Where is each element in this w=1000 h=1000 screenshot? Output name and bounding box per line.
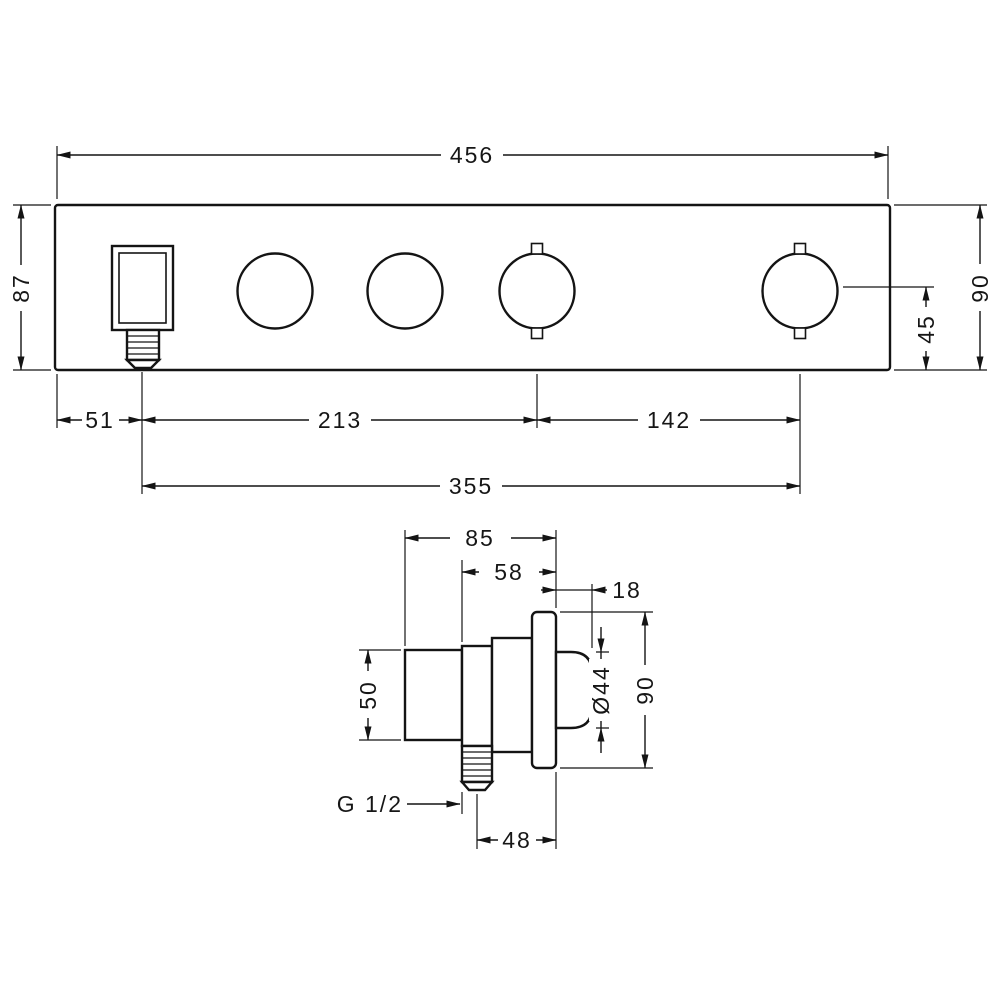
dim-outlet-to-handle3-label: 213 — [318, 407, 362, 433]
side-view — [403, 610, 594, 792]
knob-profile — [554, 650, 594, 730]
front-extension-lines — [13, 146, 987, 494]
dim-plate-height-label: 90 — [632, 675, 658, 705]
front-view-dimensions: 456 87 90 45 51 213 142 355 — [8, 142, 993, 499]
dim-depth-body-label: 58 — [494, 559, 524, 585]
dim-outlet-to-handle4-label: 355 — [449, 473, 493, 499]
handle-3-tab-bottom — [530, 327, 544, 340]
dim-body-height-label: 50 — [355, 680, 381, 710]
handle-circle-3 — [498, 252, 576, 330]
outlet-thread-front — [124, 328, 162, 370]
handle-3-tab-top — [530, 242, 544, 255]
dim-depth-total-label: 85 — [465, 525, 495, 551]
faceplate-profile — [530, 610, 558, 770]
dim-center-to-bottom-label: 45 — [913, 314, 939, 344]
handle-4-tab-top — [793, 242, 807, 255]
valve-body-rear — [403, 648, 464, 742]
dim-height-right-label: 90 — [967, 273, 993, 303]
thread-size-label: G 1/2 — [337, 791, 403, 817]
dim-handle3-to-handle4-label: 142 — [647, 407, 691, 433]
front-view — [53, 203, 892, 372]
side-view-dimensions: 85 58 18 50 Ø44 90 48 G 1/2 — [337, 525, 658, 853]
valve-body-front — [460, 644, 494, 748]
dim-overall-width-label: 456 — [450, 142, 494, 168]
dim-knob-protrusion-label: 18 — [612, 577, 642, 603]
dim-knob-diameter-label: Ø44 — [588, 665, 614, 714]
handle-circle-4 — [761, 252, 839, 330]
handle-4-tab-bottom — [793, 327, 807, 340]
dim-height-left-label: 87 — [8, 273, 34, 303]
handle-circle-2 — [366, 252, 444, 330]
outlet-escutcheon-inner — [118, 252, 167, 324]
dim-outlet-to-front-label: 48 — [502, 827, 532, 853]
outlet-thread-side — [459, 744, 495, 792]
mounting-sleeve — [490, 636, 534, 754]
dim-outlet-offset-label: 51 — [85, 407, 115, 433]
handle-circle-1 — [236, 252, 314, 330]
